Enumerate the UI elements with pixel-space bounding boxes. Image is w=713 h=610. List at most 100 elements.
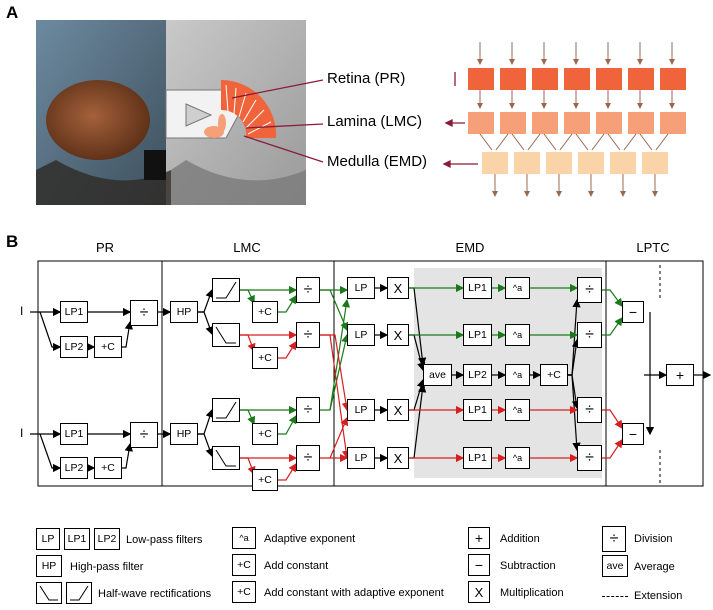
- legend-hp-box: HP: [36, 555, 62, 577]
- legend-division-text: Division: [634, 533, 673, 545]
- on-rectifier-icon: [212, 398, 240, 422]
- panel-b-letter: B: [6, 232, 19, 251]
- legend-addition-text: Addition: [500, 533, 540, 545]
- crossing-line: [559, 133, 573, 151]
- circuit-diagram: [30, 260, 712, 487]
- retina-cell: [468, 68, 494, 90]
- lp1-block: LP1: [463, 324, 492, 346]
- crossing-line: [511, 133, 525, 151]
- lp1-block: LP1: [463, 277, 492, 299]
- adaptive-exponent-icon: ^a: [505, 399, 530, 421]
- legend-lp-box: LP: [36, 528, 60, 550]
- legend-adaptive-exp-text: Adaptive exponent: [264, 533, 356, 545]
- adaptive-exponent-icon: ^a: [505, 364, 530, 386]
- on-rectifier-icon: [212, 278, 240, 302]
- input-label-top: I: [20, 304, 24, 318]
- subtraction-block: −: [622, 301, 644, 323]
- crossing-line: [495, 133, 509, 151]
- retina-fan: [221, 79, 277, 138]
- legend-multiplication-text: Multiplication: [500, 587, 564, 599]
- legend-on-rectifier-icon: [66, 582, 92, 604]
- medulla-cell: [610, 152, 636, 174]
- division-block: ÷: [130, 422, 158, 448]
- adaptive-exponent-icon: ^a: [505, 324, 530, 346]
- legend-lp1-box: LP1: [64, 528, 90, 550]
- stage-label-lmc: LMC: [233, 240, 261, 255]
- lamina-cell: [468, 112, 494, 134]
- retina-cell: [660, 68, 686, 90]
- lamina-cell: [500, 112, 526, 134]
- legend-add-const-text: Add constant: [264, 560, 329, 572]
- lp1-block: LP1: [463, 399, 492, 421]
- adaptive-exponent-icon: ^a: [505, 277, 530, 299]
- legend-adaptive-exponent-icon: ^a: [232, 527, 256, 549]
- add-constant-block: +C: [252, 347, 278, 369]
- legend-lp2-box: LP2: [94, 528, 120, 550]
- stage-label-pr: PR: [95, 240, 115, 255]
- lamina-cell: [564, 112, 590, 134]
- medulla-cell: [642, 152, 668, 174]
- crossing-line: [543, 133, 557, 151]
- medulla-cell: [482, 152, 508, 174]
- legend-add-constant-adaptive-box: +C: [232, 581, 256, 603]
- division-block: ÷: [577, 277, 602, 303]
- lp-block: LP: [347, 324, 375, 346]
- division-block: ÷: [296, 397, 320, 423]
- retina-cell: [596, 68, 622, 90]
- hp-block-top: HP: [170, 301, 198, 323]
- lamina-shape: [204, 126, 224, 138]
- division-block: ÷: [577, 445, 602, 471]
- off-rectifier-icon: [212, 323, 240, 347]
- retina-cell: [564, 68, 590, 90]
- legend-highpass-text: High-pass filter: [70, 561, 144, 573]
- legend-addition-box: +: [468, 527, 490, 549]
- medulla-cell: [546, 152, 572, 174]
- legend-lowpass-text: Low-pass filters: [126, 534, 203, 546]
- crossing-line: [623, 133, 637, 151]
- retina-cell: [532, 68, 558, 90]
- panel-a-letter: A: [6, 3, 19, 22]
- crossing-line: [575, 133, 589, 151]
- lamina-cell: [628, 112, 654, 134]
- legend-rect-text: Half-wave rectifications: [98, 588, 212, 600]
- stage-label-lptc: LPTC: [636, 240, 670, 255]
- lp2-block-bottom: LP2: [60, 457, 88, 479]
- lp2-block: LP2: [463, 364, 492, 386]
- legend-subtraction-text: Subtraction: [500, 560, 556, 572]
- division-block: ÷: [296, 322, 320, 348]
- adaptive-exponent-icon: ^a: [505, 447, 530, 469]
- stage-label-emd: EMD: [455, 240, 485, 255]
- crossing-line: [591, 133, 605, 151]
- retina-cell: [500, 68, 526, 90]
- multiplication-block: X: [387, 399, 409, 421]
- compound-eye: [46, 80, 150, 160]
- subtraction-block: −: [622, 423, 644, 445]
- crossing-line: [527, 133, 541, 151]
- lp1-block-bottom: LP1: [60, 423, 88, 445]
- division-block: ÷: [577, 397, 602, 423]
- division-block: ÷: [296, 445, 320, 471]
- input-label-bottom: I: [20, 426, 24, 440]
- medulla-label: Medulla (EMD): [327, 153, 428, 170]
- hp-block-bottom: HP: [170, 423, 198, 445]
- medulla-cell: [514, 152, 540, 174]
- add-constant-block: +C: [94, 457, 122, 479]
- off-rectifier-icon: [212, 446, 240, 470]
- lamina-cell: [660, 112, 686, 134]
- lamina-label: Lamina (LMC): [327, 113, 423, 130]
- lp2-block-top: LP2: [60, 336, 88, 358]
- cell-lattice: [468, 42, 686, 197]
- add-constant-block: +C: [94, 336, 122, 358]
- multiplication-block: X: [387, 447, 409, 469]
- legend-add-constant-box: +C: [232, 554, 256, 576]
- lp-block: LP: [347, 447, 375, 469]
- retina-cell: [628, 68, 654, 90]
- add-constant-block: +C: [252, 301, 278, 323]
- multiplication-block: X: [387, 324, 409, 346]
- crossing-line: [607, 133, 621, 151]
- legend-average-text: Average: [634, 561, 675, 573]
- legend-off-rectifier-icon: [36, 582, 62, 604]
- medulla-cell: [578, 152, 604, 174]
- lp-block: LP: [347, 277, 375, 299]
- legend-extension-text: Extension: [634, 590, 683, 602]
